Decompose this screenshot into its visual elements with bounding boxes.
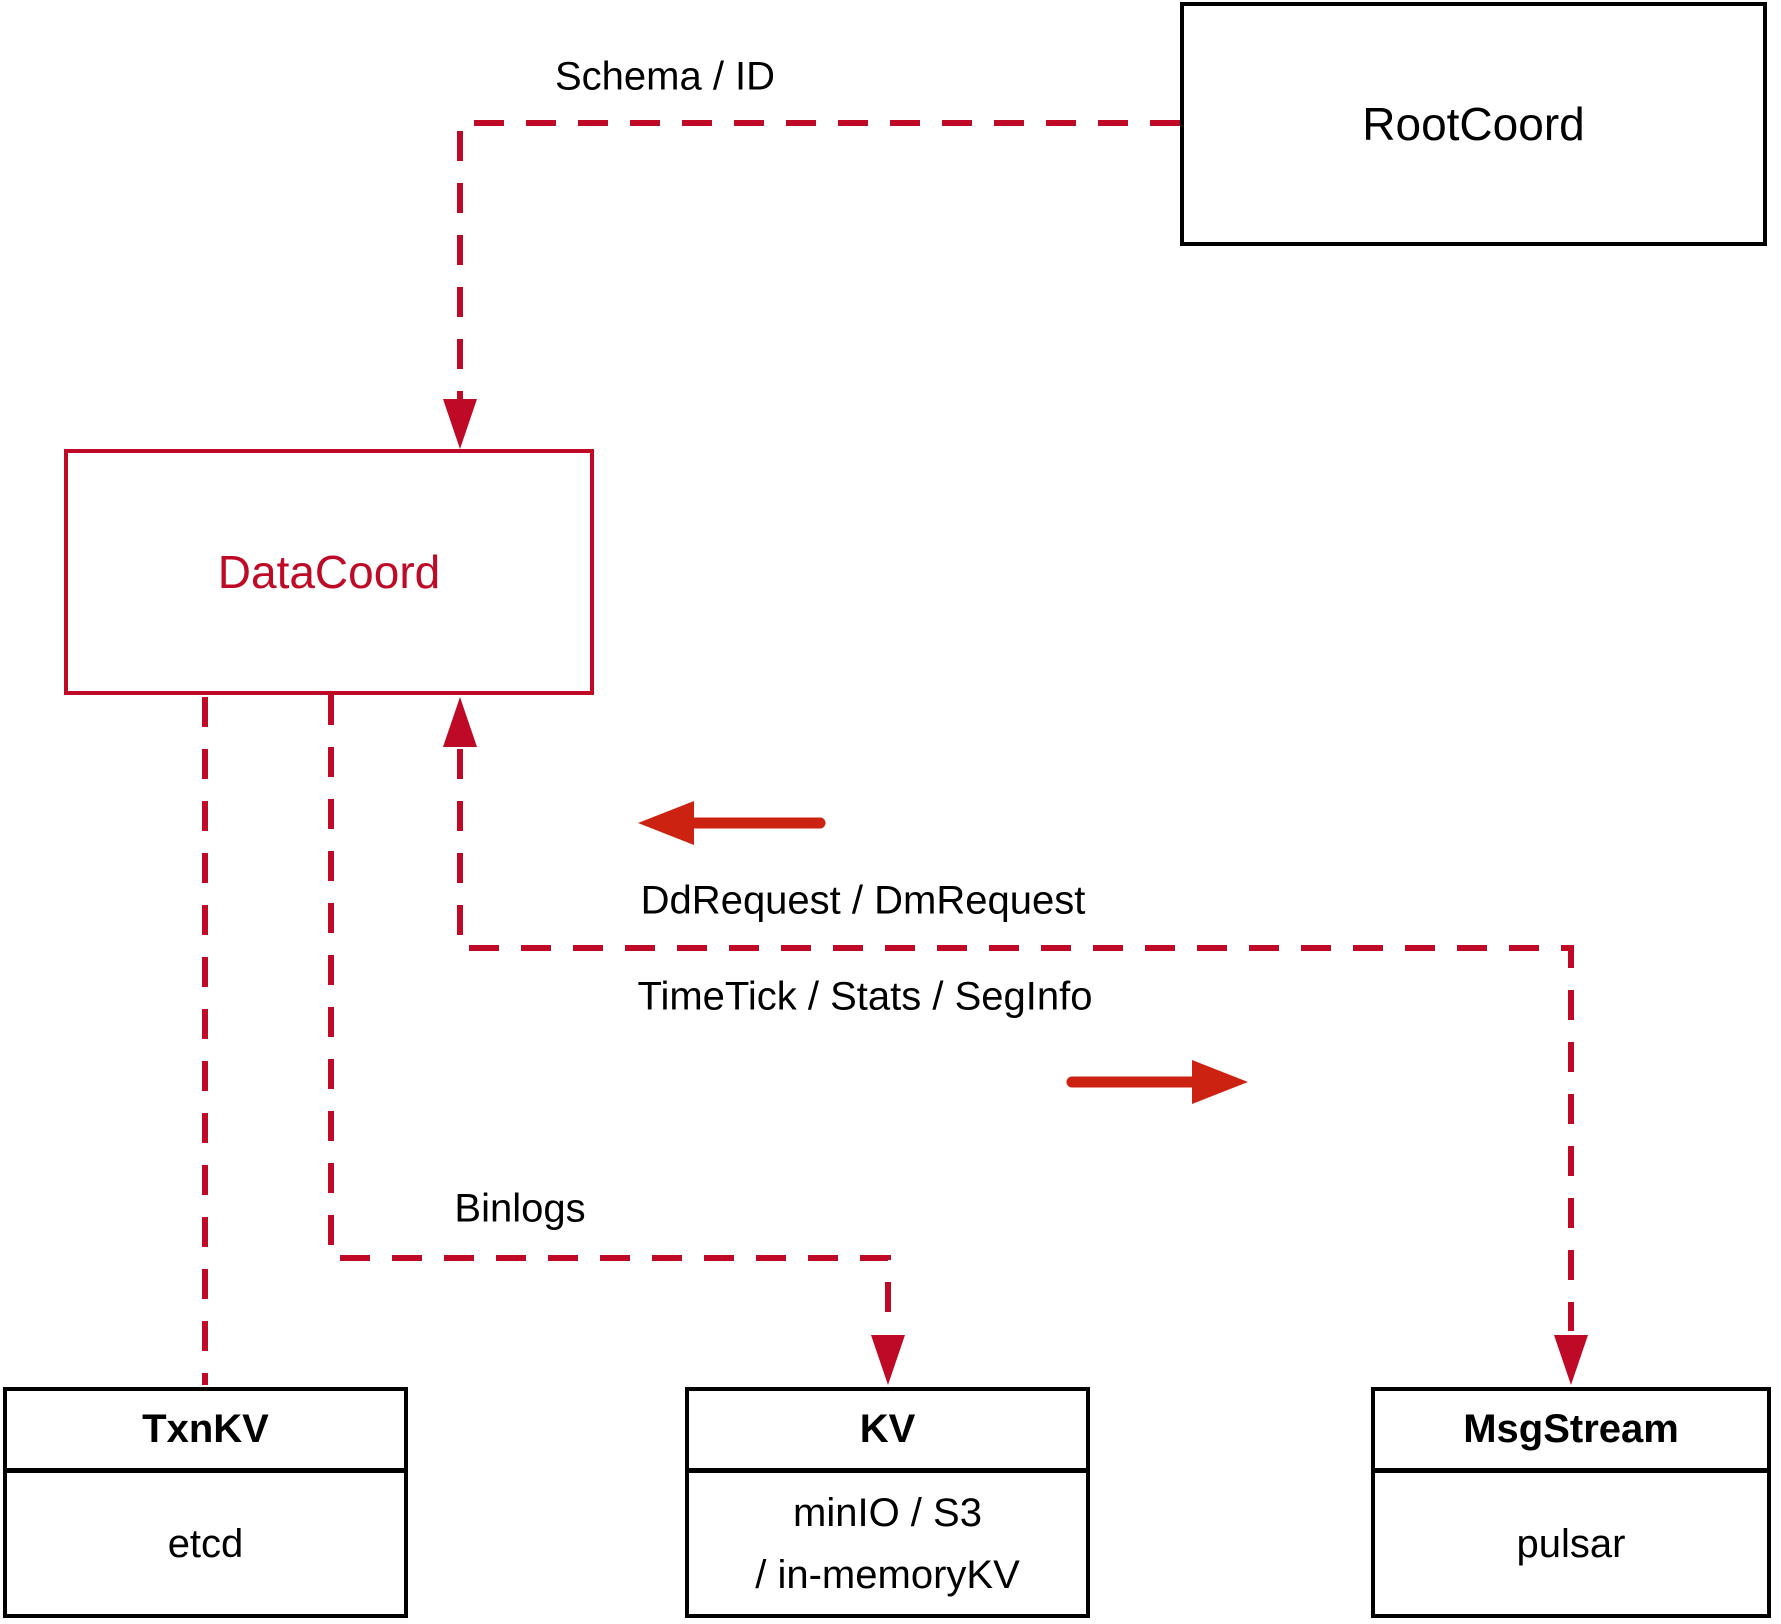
edge-datacoord-msgstream-line [457,749,1574,1331]
node-txnkv: TxnKV etcd [3,1387,408,1618]
direction-arrow-right-head [1192,1060,1248,1104]
node-datacoord: DataCoord [64,449,594,695]
edge-label-schema-id: Schema / ID [554,54,776,99]
node-txnkv-title: TxnKV [7,1391,404,1473]
node-kv-content-line2: / in-memoryKV [755,1552,1020,1597]
edge-schema-id-line [457,120,1180,399]
edge-label-timetick: TimeTick / Stats / SegInfo [637,974,1093,1019]
edge-label-binlogs: Binlogs [454,1186,586,1231]
arrowhead-into-datacoord-bottom [443,697,477,747]
arrowhead-into-kv-top [871,1335,905,1385]
arrowhead-into-datacoord-top [443,399,477,449]
node-msgstream-content: pulsar [1516,1521,1626,1566]
node-rootcoord: RootCoord [1180,2,1767,246]
edge-label-ddrequest: DdRequest / DmRequest [640,878,1086,923]
node-kv-content-line1: minIO / S3 [793,1490,982,1535]
node-msgstream-title: MsgStream [1375,1391,1767,1473]
node-kv: KV minIO / S3 / in-memoryKV [685,1387,1090,1618]
arrowhead-into-msgstream-top [1554,1335,1588,1385]
node-kv-title: KV [689,1391,1086,1473]
direction-arrow-left-head [638,801,694,845]
node-msgstream: MsgStream pulsar [1371,1387,1771,1618]
node-rootcoord-label: RootCoord [1362,98,1585,150]
node-datacoord-label: DataCoord [217,546,441,598]
node-txnkv-content: etcd [167,1521,244,1566]
